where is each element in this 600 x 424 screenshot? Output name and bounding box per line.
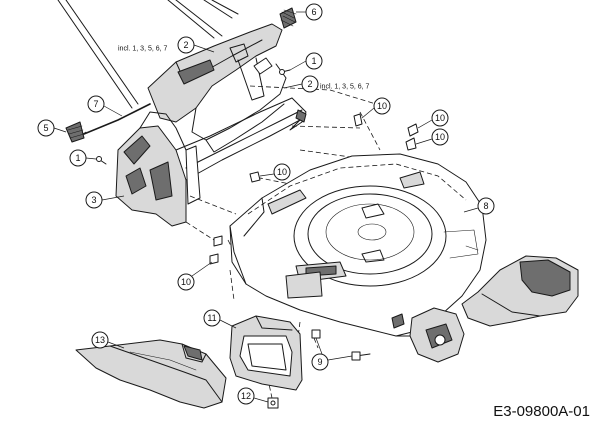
handle-tubes [57, 0, 239, 109]
callout-8-label: 8 [483, 201, 488, 211]
callout-1-right: 1 [289, 52, 323, 71]
callout-10-e-label: 10 [181, 277, 191, 287]
callout-7: 7 [87, 95, 123, 117]
nut-part-12 [267, 397, 279, 409]
callout-10-a-label: 10 [377, 101, 387, 111]
callout-10-a: 10 [361, 97, 391, 119]
rear-frame-part-3 [115, 97, 307, 227]
callout-6-label: 6 [311, 7, 316, 17]
drawing-code: E3-09800A-01 [493, 403, 590, 420]
callout-10-b-label: 10 [435, 113, 445, 123]
callout-2-top-label: 2 [183, 40, 188, 50]
callout-10-d: 10 [259, 163, 291, 181]
callout-10-c: 10 [415, 128, 449, 146]
callout-2-right: 2 incl. 1, 3, 5, 6, 7 [283, 75, 370, 93]
callout-10-e: 10 [177, 261, 213, 291]
screw-part-9 [351, 351, 371, 361]
callout-7-label: 7 [93, 99, 98, 109]
callout-1-left-label: 1 [75, 153, 80, 163]
callout-2-right-label: 2 [307, 79, 312, 89]
callout-13-label: 13 [95, 335, 105, 345]
callout-9-label: 9 [317, 357, 322, 367]
callout-5-label: 5 [43, 123, 48, 133]
callout-9: 9 [311, 337, 353, 371]
callout-11: 11 [203, 309, 237, 329]
incl-note-top: incl. 1, 3, 5, 6, 7 [118, 46, 168, 53]
spring-part-6 [279, 7, 297, 29]
callout-2-top: incl. 1, 3, 5, 6, 7 2 [118, 36, 215, 54]
screw-part-9-top [311, 329, 321, 339]
callout-10-b: 10 [417, 109, 449, 129]
screw-part-1-right [279, 69, 291, 75]
incl-note-right: incl. 1, 3, 5, 6, 7 [320, 84, 370, 91]
screws-part-10 [209, 113, 419, 265]
callout-11-label: 11 [207, 313, 216, 323]
callout-6: 6 [296, 3, 323, 21]
callout-10-c-label: 10 [435, 132, 445, 142]
deck-wheel-bracket [391, 307, 465, 363]
mower-deck-part-8 [229, 153, 487, 337]
callout-8: 8 [463, 197, 495, 215]
side-discharge-chute-part-13 [75, 339, 227, 409]
callout-10-d-label: 10 [277, 167, 287, 177]
callout-12-label: 12 [241, 391, 251, 401]
callout-1-left: 1 [69, 149, 97, 167]
screw-part-1-left [96, 156, 107, 165]
callout-1-right-label: 1 [311, 56, 316, 66]
mulch-plug-part-11 [229, 315, 303, 391]
deck-rear-extension [461, 255, 579, 327]
callout-5: 5 [37, 119, 67, 137]
callout-3-label: 3 [91, 195, 96, 205]
callout-12: 12 [237, 387, 269, 405]
callout-13: 13 [91, 331, 125, 349]
callout-3: 3 [85, 191, 125, 209]
spring-part-5 [65, 121, 85, 143]
